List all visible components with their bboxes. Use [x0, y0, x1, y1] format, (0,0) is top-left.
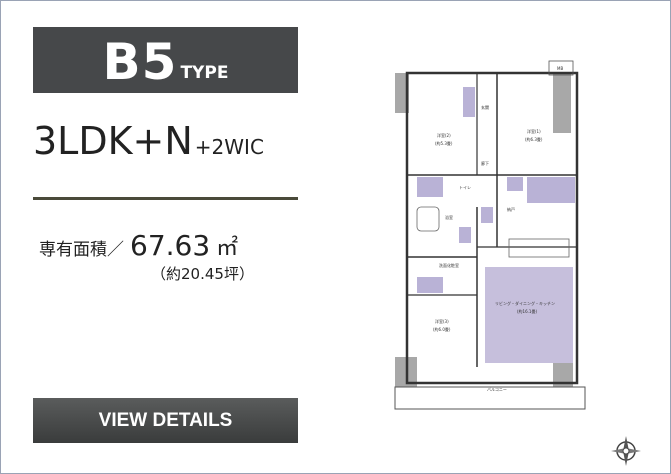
balcony: [394, 386, 586, 410]
type-name: B5: [102, 33, 178, 91]
divider: [33, 197, 298, 200]
floorplan-drawing: バルコニー MB 洋室(2) (約5.3畳) 洋室(1) (約6.3畳) 洋室: [394, 60, 586, 410]
room-3-size: (約6.0畳): [433, 326, 451, 332]
balcony-label: バルコニー: [487, 387, 507, 392]
type-suffix: TYPE: [180, 63, 229, 83]
laundry-closet: [459, 227, 471, 243]
mb-box: [548, 60, 574, 76]
column: [553, 73, 571, 133]
area-label: 専有面積／: [39, 240, 124, 260]
layout-suffix: +2WIC: [194, 135, 264, 159]
walkin-closet-2: [417, 177, 443, 197]
room-2-name: 洋室(2): [437, 132, 451, 138]
compass-icon: [611, 436, 641, 466]
ldk-area: [485, 267, 573, 363]
shoe-closet: [507, 177, 523, 191]
room-1-name: 洋室(1): [527, 128, 541, 134]
column: [553, 357, 573, 387]
rouka-label: 廊下: [481, 160, 489, 166]
view-details-button[interactable]: VIEW DETAILS: [33, 398, 298, 443]
area-tsubo: （約20.45坪）: [151, 265, 254, 283]
area-info: 専有面積／ 67.63 ㎡: [39, 229, 238, 262]
type-badge: B5 TYPE: [33, 27, 298, 93]
bath-label: 浴室: [445, 214, 453, 220]
room-3-name: 洋室(3): [435, 318, 449, 324]
area-value: 67.63: [130, 229, 211, 262]
closet-1: [463, 87, 475, 117]
nando-label: 納戸: [507, 206, 515, 212]
area-unit: ㎡: [216, 236, 239, 261]
genkan-label: 玄関: [481, 104, 489, 110]
walkin-closet-1: [527, 177, 575, 203]
layout-main: 3LDK+N: [33, 119, 193, 163]
room-1-size: (約6.3畳): [525, 136, 543, 142]
ldk-size: (約16.1畳): [517, 308, 537, 314]
mb-label: MB: [557, 66, 563, 71]
kitchen-counter: [508, 238, 570, 258]
exterior-wall: [405, 71, 579, 385]
toilet-label: トイレ: [459, 185, 471, 190]
bathtub: [416, 206, 440, 232]
column: [395, 73, 409, 113]
layout-heading: 3LDK+N +2WIC: [33, 119, 264, 163]
linen-closet: [481, 207, 493, 223]
ldk-name: リビング・ダイニング・キッチン: [495, 300, 555, 306]
closet-3: [417, 277, 443, 293]
room-2-size: (約5.3畳): [435, 140, 453, 146]
washroom-label: 洗面化粧室: [439, 262, 459, 268]
